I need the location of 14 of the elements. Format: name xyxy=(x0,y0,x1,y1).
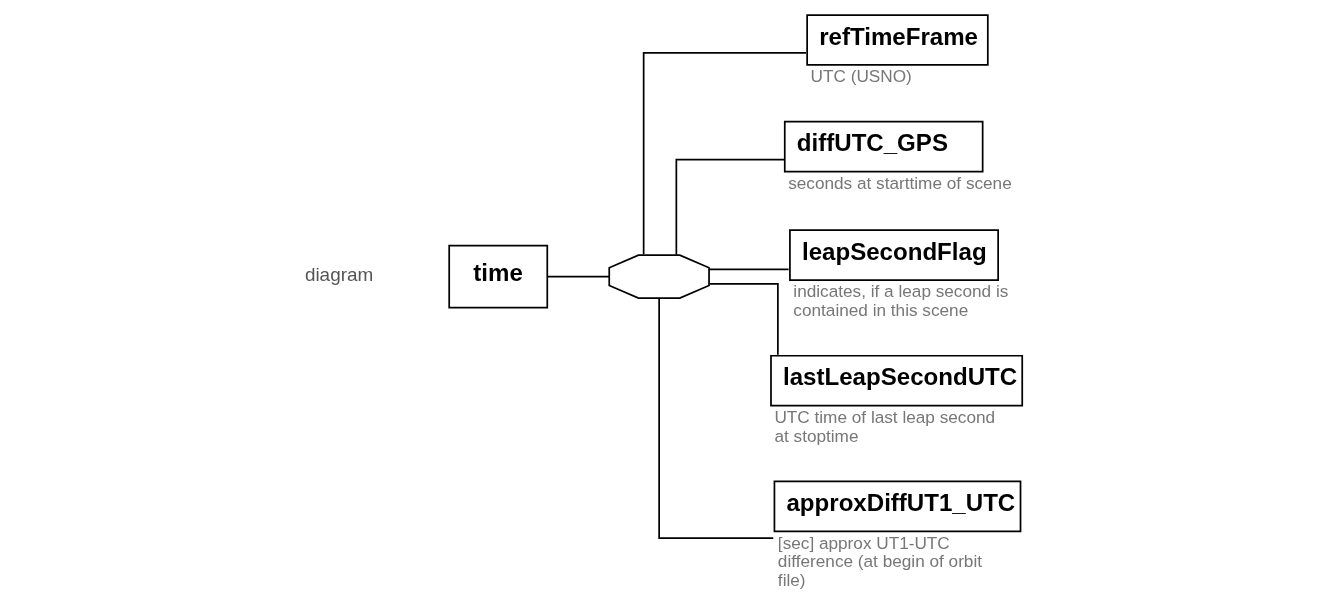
connector xyxy=(657,297,774,540)
node-label: indicates, if a leap second is contained in this scene xyxy=(792,281,1008,321)
node-octagon xyxy=(607,254,710,299)
connector xyxy=(642,52,807,256)
node-label: UTC time of last leap second at stoptime xyxy=(773,406,995,446)
connector xyxy=(708,282,779,356)
node-box: time xyxy=(447,244,548,309)
node-label: seconds at starttime of scene xyxy=(787,172,1012,193)
connector xyxy=(675,158,785,256)
connector xyxy=(707,268,789,271)
connector xyxy=(546,275,610,278)
node-label: [sec] approx UT1-UTC difference (at begin of orbit file) xyxy=(777,532,982,591)
node-label: UTC (USNO) xyxy=(810,66,912,87)
label: diagram xyxy=(304,264,373,286)
